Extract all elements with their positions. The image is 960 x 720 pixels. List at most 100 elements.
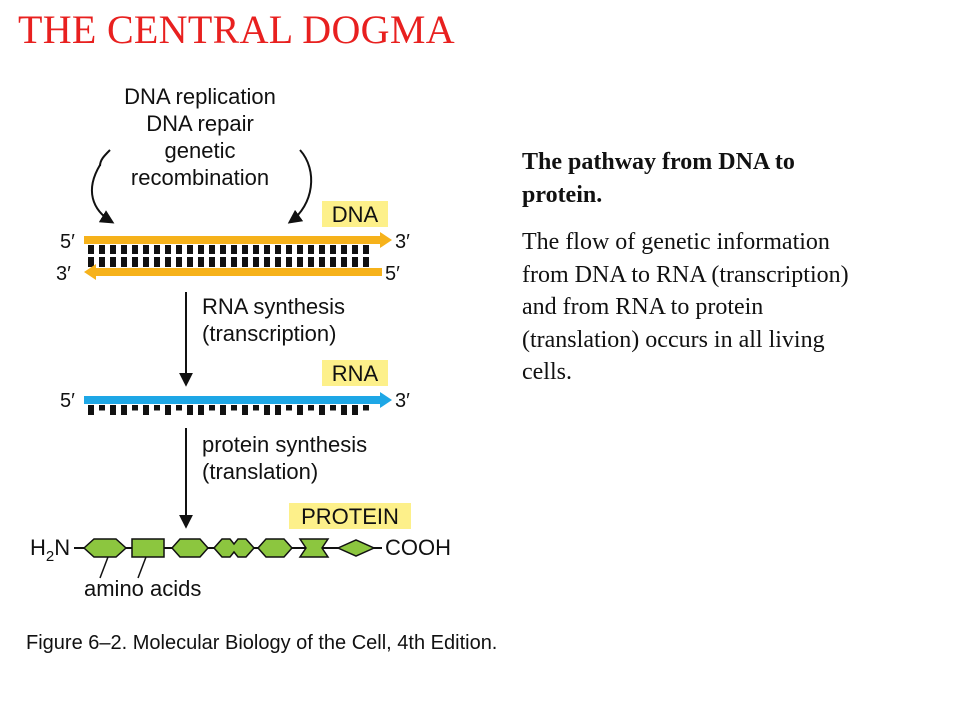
rna-base [286, 405, 292, 411]
dna-base-pairs-top [88, 245, 369, 254]
transcription-label-1: RNA synthesis [202, 294, 345, 319]
slide-title: THE CENTRAL DOGMA [18, 7, 455, 52]
amino-acids-label: amino acids [84, 576, 201, 601]
dna-base [286, 257, 292, 267]
rna-base [187, 405, 193, 415]
rna-base [88, 405, 94, 415]
dna-base [143, 245, 149, 254]
dna-base [220, 245, 226, 254]
dna-base [352, 257, 358, 267]
rna-base [330, 405, 336, 411]
rna-base [308, 405, 314, 411]
dna-base [220, 257, 226, 267]
amino-acids-pointer-2 [137, 556, 147, 579]
dna-base [319, 245, 325, 254]
rna-base [253, 405, 259, 411]
dna-base [143, 257, 149, 267]
dna-base [176, 245, 182, 254]
side-text: The pathway from DNA to protein. The flo… [522, 146, 862, 389]
dna-process-repair: DNA repair [146, 111, 254, 136]
dna-base [352, 245, 358, 254]
dna-base [88, 245, 94, 254]
replication-arrow-left [91, 164, 115, 224]
dna-base [209, 245, 215, 254]
dna-base [110, 257, 116, 267]
dna-base [132, 245, 138, 254]
dna-process-replication: DNA replication [124, 84, 276, 109]
rna-base [132, 405, 138, 411]
dna-base [308, 257, 314, 267]
dna-top-three-prime: 3′ [395, 231, 410, 253]
rna-base [176, 405, 182, 411]
dna-base [121, 257, 127, 267]
dna-base [165, 257, 171, 267]
dna-base [330, 245, 336, 254]
dna-top-five-prime: 5′ [60, 231, 75, 253]
rna-base [352, 405, 358, 415]
translation-label-1: protein synthesis [202, 432, 367, 457]
dna-base [341, 257, 347, 267]
dna-process-recombination: recombination [131, 165, 269, 190]
dna-base [132, 257, 138, 267]
rna-base [264, 405, 270, 415]
dna-base [319, 257, 325, 267]
transcription-label-2: (transcription) [202, 321, 336, 346]
rna-base [275, 405, 281, 415]
dna-base [297, 257, 303, 267]
rna-base [154, 405, 160, 411]
dna-base [231, 257, 237, 267]
n-terminus: H2N [30, 535, 70, 565]
amino-acid-1 [82, 538, 128, 558]
dna-base [121, 245, 127, 254]
dna-base [88, 257, 94, 267]
rna-base [209, 405, 215, 411]
dna-base [264, 245, 270, 254]
dna-base [253, 245, 259, 254]
dna-base [308, 245, 314, 254]
dna-process-genetic: genetic [165, 138, 236, 163]
dna-label-box [322, 201, 388, 227]
rna-three-prime: 3′ [395, 390, 410, 412]
amino-acid-7 [336, 539, 376, 557]
dna-base [264, 257, 270, 267]
rna-base [121, 405, 127, 415]
dna-base [231, 245, 237, 254]
rna-base [110, 405, 116, 415]
rna-base [231, 405, 237, 411]
amino-acid-4 [212, 538, 256, 558]
translation-label-2: (translation) [202, 459, 318, 484]
side-heading: The pathway from DNA to protein. [522, 149, 795, 208]
dna-base [99, 257, 105, 267]
dna-base [363, 257, 369, 267]
dna-base-pairs-bottom [88, 257, 369, 267]
dna-base [187, 245, 193, 254]
dna-base [110, 245, 116, 254]
dna-base [242, 257, 248, 267]
dna-base [165, 245, 171, 254]
rna-base [242, 405, 248, 415]
dna-base [341, 245, 347, 254]
dna-base [209, 257, 215, 267]
dna-base [99, 245, 105, 254]
dna-base [286, 245, 292, 254]
amino-acid-6 [298, 538, 330, 558]
rna-base [220, 405, 226, 415]
dna-base [187, 257, 193, 267]
rna-five-prime: 5′ [60, 390, 75, 412]
dna-base [154, 257, 160, 267]
side-body: The flow of genetic information from DNA… [522, 229, 849, 385]
rna-label-box [322, 360, 388, 386]
rna-base [99, 405, 105, 411]
rna-strand [84, 392, 392, 408]
rna-base [198, 405, 204, 415]
dna-base [275, 245, 281, 254]
rna-bases [88, 405, 369, 415]
dna-base [297, 245, 303, 254]
figure-caption: Figure 6–2. Molecular Biology of the Cel… [26, 632, 497, 654]
dna-base [198, 257, 204, 267]
rna-base [165, 405, 171, 415]
rna-base [341, 405, 347, 415]
dna-base [275, 257, 281, 267]
protein-label-box [289, 503, 411, 529]
replication-arrow-top-left [99, 149, 111, 167]
